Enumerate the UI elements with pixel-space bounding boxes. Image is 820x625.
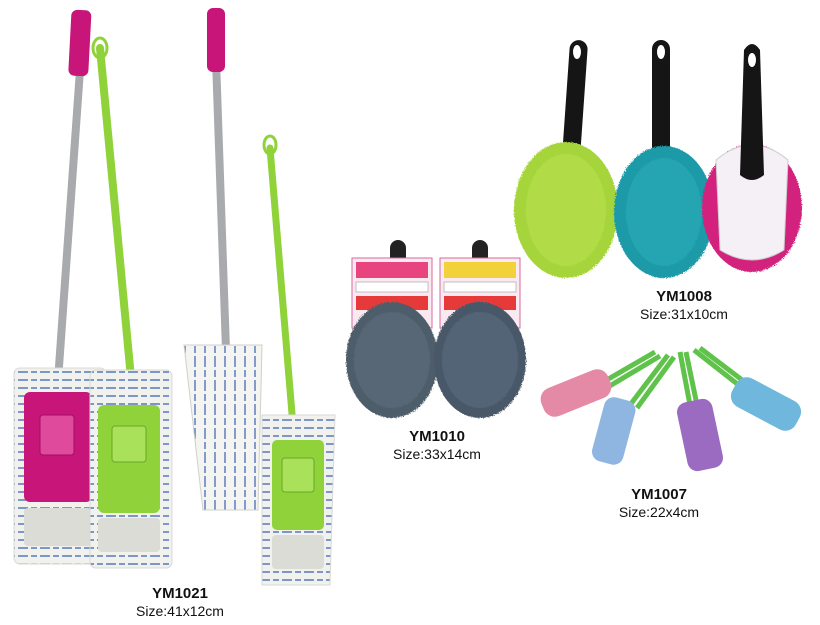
mop-group [13,8,336,586]
chenille-duster-icon [514,40,618,278]
product-size: Size:33x14cm [393,446,481,462]
product-size: Size:22x4cm [618,504,700,520]
chenille-duster-icon [702,44,802,272]
product-size: Size:41x12cm [136,603,224,619]
chenille-duster-group [514,40,802,278]
flat-mop-icon [261,134,336,586]
caption-chenille-duster: YM1008 Size:31x10cm [604,288,764,323]
model-number: YM1021 [152,585,208,602]
blind-duster-icon [692,346,802,431]
blind-duster-icon [540,349,662,417]
blind-duster-group [540,346,802,472]
blind-duster-icon [676,351,724,472]
flat-mop-icon [183,8,263,511]
product-size: Size:31x10cm [640,306,728,322]
caption-blind-duster: YM1007 Size:22x4cm [584,486,734,521]
chenille-mitt-icon [346,240,438,418]
model-number: YM1007 [631,486,687,503]
flat-mop-icon [13,9,107,565]
blind-duster-icon [591,353,677,465]
chenille-duster-icon [614,40,714,278]
model-number: YM1008 [656,288,712,305]
flat-mop-icon [89,36,173,569]
caption-chenille-mitt: YM1010 Size:33x14cm [362,428,512,463]
caption-mop: YM1021 Size:41x12cm [100,585,260,620]
model-number: YM1010 [409,428,465,445]
chenille-mitt-group [346,240,526,418]
chenille-mitt-icon [434,240,526,418]
